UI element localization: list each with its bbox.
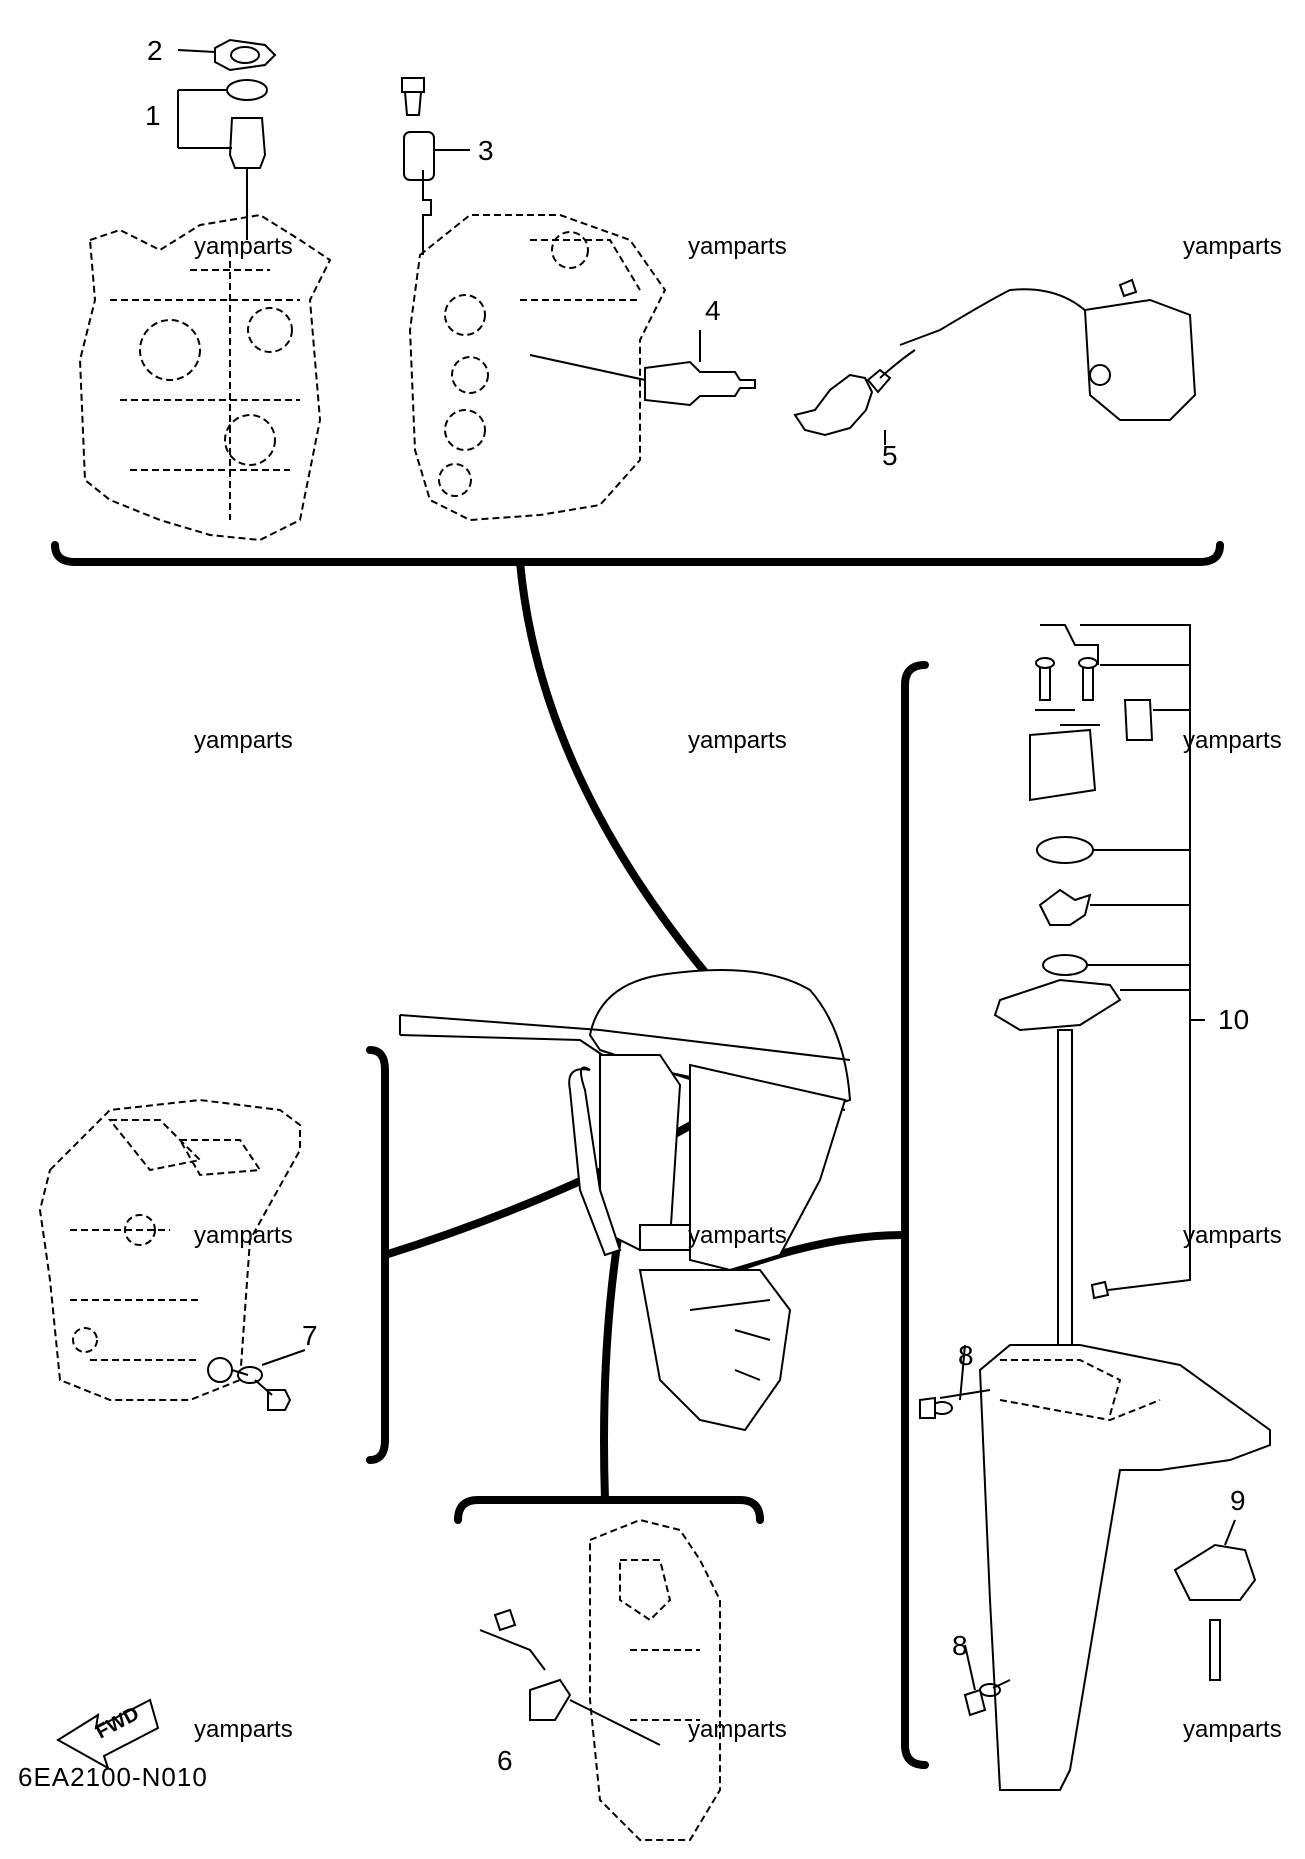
bottom-connector-line [600, 1221, 624, 1504]
watermark: yamparts [688, 1222, 787, 1249]
diagram-code: 6EA2100-N010 [18, 1762, 208, 1792]
callout-1: 1 [145, 100, 161, 131]
callout-3: 3 [478, 135, 494, 166]
watermark: yamparts [194, 233, 293, 260]
watermark: yamparts [1183, 1716, 1282, 1743]
watermark: yamparts [688, 1716, 787, 1743]
right-group-bracket [901, 661, 929, 1769]
callout-6: 6 [497, 1745, 513, 1776]
top-group-bracket [51, 541, 1224, 566]
fwd-arrow-icon [56, 1698, 160, 1771]
spark-plug [529, 330, 756, 407]
upper-casing [38, 1098, 306, 1411]
bottom-group-bracket [454, 1496, 764, 1524]
swivel-bracket [479, 1518, 721, 1841]
callout-10: 10 [1218, 1004, 1250, 1035]
fuel-filter-and-pump [793, 278, 1197, 445]
watermark: yamparts [1183, 233, 1282, 260]
outboard-engine [399, 969, 852, 1432]
callout-9: 9 [1230, 1485, 1246, 1516]
watermark: yamparts [194, 1222, 293, 1249]
watermark: yamparts [688, 727, 787, 754]
water-pump-kit [919, 624, 1271, 1791]
sleeve-and-bolt [401, 77, 470, 255]
callout-8-upper: 8 [958, 1340, 974, 1371]
watermark: yamparts [194, 1716, 293, 1743]
callout-4: 4 [705, 295, 721, 326]
watermark: yamparts [1183, 727, 1282, 754]
thermostat-assembly [177, 38, 277, 240]
callout-8-lower: 8 [952, 1630, 968, 1661]
watermark: yamparts [194, 727, 293, 754]
cylinder-block [78, 213, 332, 542]
top-connector-line [516, 558, 724, 994]
callout-7: 7 [302, 1320, 318, 1351]
watermark: yamparts [1183, 1222, 1282, 1249]
watermark: yamparts [688, 233, 787, 260]
cylinder-head [408, 214, 667, 522]
callout-2: 2 [147, 35, 163, 66]
callout-5: 5 [882, 440, 898, 471]
